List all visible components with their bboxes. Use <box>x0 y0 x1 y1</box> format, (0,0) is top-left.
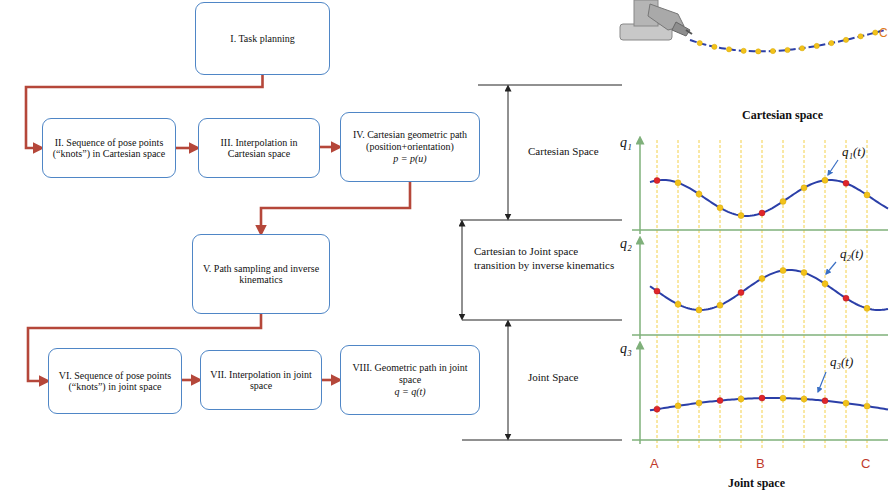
point-label: C <box>861 456 870 472</box>
box-label: VIII. Geometric path in joint space <box>347 362 473 385</box>
bracket-label: Cartesian to Joint space transition by i… <box>474 245 620 273</box>
point-label: B <box>756 456 765 472</box>
axis-label: q₁ <box>620 134 632 152</box>
cartesian-path <box>690 30 885 54</box>
curve-label: q₂(t) <box>840 246 863 262</box>
process-box: II. Sequence of pose points (“knots”) in… <box>42 118 176 178</box>
formula: p = p(u) <box>393 153 426 165</box>
joint-plots <box>632 140 888 450</box>
box-label: VII. Interpolation in joint space <box>207 369 315 392</box>
box-label: II. Sequence of pose points (“knots”) in… <box>49 137 169 160</box>
curve-label: q₃(t) <box>830 354 853 370</box>
bracket-label: Joint Space <box>528 371 578 385</box>
process-box: VII. Interpolation in joint space <box>200 350 322 410</box>
process-box: VIII. Geometric path in joint spaceq = q… <box>340 345 480 415</box>
process-box: III. Interpolation in Cartesian space <box>198 118 320 178</box>
flow-arrow <box>261 182 410 233</box>
box-label: I. Task planning <box>230 33 294 45</box>
bracket <box>460 85 622 440</box>
flow-arrow <box>320 146 339 149</box>
process-box: I. Task planning <box>195 2 330 75</box>
point-label: A <box>650 456 659 472</box>
robot-arm <box>620 0 692 40</box>
flow-arrow <box>322 379 339 382</box>
process-box: IV. Cartesian geometric path (position+o… <box>340 112 480 182</box>
box-label: VI. Sequence of pose points (“knots”) in… <box>55 370 175 393</box>
panel-title: Joint space <box>728 476 785 491</box>
point-label: C <box>879 26 888 41</box>
axis-label: q₂ <box>620 235 632 253</box>
curve-label: q₁(t) <box>842 144 865 160</box>
axis-label: q₃ <box>620 340 632 358</box>
box-label: V. Path sampling and inverse kinematics <box>199 263 323 286</box>
formula: q = q(t) <box>394 386 425 398</box>
box-label: III. Interpolation in Cartesian space <box>205 137 313 160</box>
process-box: V. Path sampling and inverse kinematics <box>192 234 330 314</box>
flow-arrow <box>176 147 197 150</box>
bracket-label: Cartesian Space <box>528 145 599 159</box>
panel-title: Cartesian space <box>742 108 823 123</box>
process-box: VI. Sequence of pose points (“knots”) in… <box>48 348 182 414</box>
flow-arrow <box>182 379 199 382</box>
box-label: IV. Cartesian geometric path (position+o… <box>347 129 473 152</box>
